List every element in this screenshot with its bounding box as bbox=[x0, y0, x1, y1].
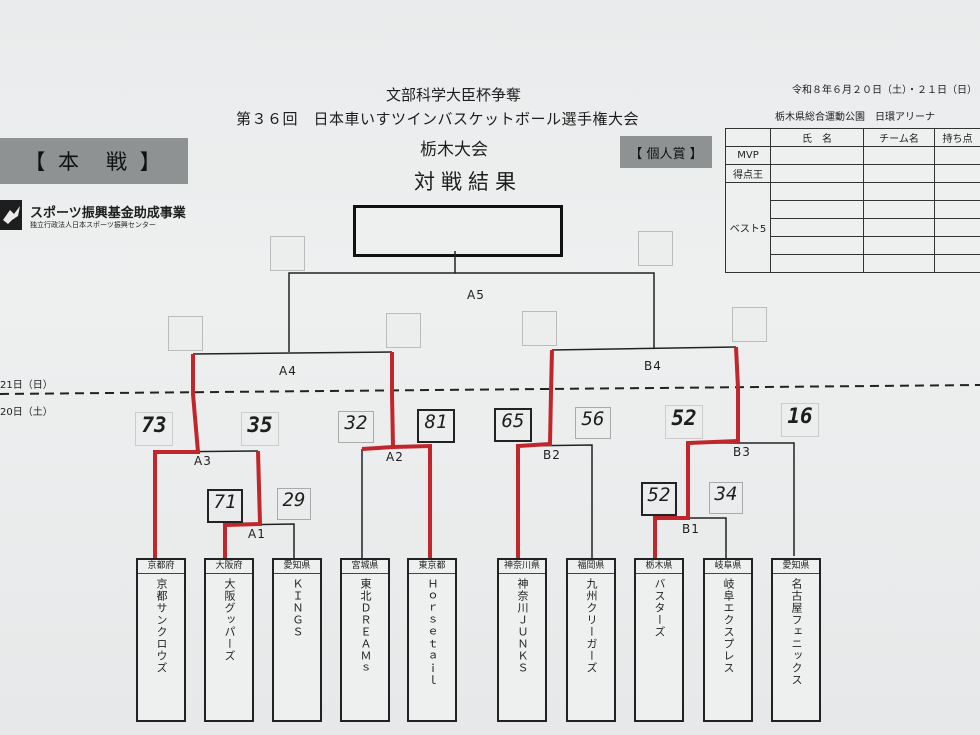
team-prefecture: 京都府 bbox=[138, 560, 184, 574]
team-prefecture: 愛知県 bbox=[773, 560, 819, 574]
winner-path-kanagawa bbox=[516, 349, 554, 558]
line-a5 bbox=[288, 251, 456, 352]
team-name: 京都サンクロウズ bbox=[155, 578, 168, 674]
score-a3-left: 73 bbox=[135, 412, 173, 446]
score-square bbox=[168, 316, 203, 351]
line-b4 bbox=[551, 346, 737, 351]
score-a1-left: 71 bbox=[207, 489, 243, 523]
score-b3-right: 16 bbox=[781, 403, 819, 437]
winner-path-horsetail bbox=[392, 443, 432, 560]
team-name: Ｈｏｒｓｅｔａｉｌ bbox=[426, 578, 439, 686]
team-prefecture: 岐阜県 bbox=[705, 560, 751, 574]
day-label-21: 21日（日） bbox=[0, 380, 53, 391]
winner-path-kyoto bbox=[153, 354, 201, 562]
score-square bbox=[270, 236, 305, 271]
section-label: 【 本 戦 】 bbox=[0, 138, 188, 184]
winner-path-osaka bbox=[223, 450, 263, 560]
team-card: 岐阜県 岐阜エクスプレス bbox=[703, 558, 753, 722]
team-name: 神奈川ＪＵＮＫＳ bbox=[516, 578, 529, 674]
title-tournament: 第３６回 日本車いすツインバスケットボール選手権大会 bbox=[236, 110, 640, 128]
team-card: 栃木県 バスターズ bbox=[634, 558, 684, 722]
team-card: 愛知県 名古屋フェニックス bbox=[771, 558, 821, 722]
winner-path-a2 bbox=[361, 352, 396, 451]
team-name: 大阪グッパーズ bbox=[223, 578, 236, 662]
score-b2-left: 65 bbox=[494, 408, 532, 442]
day-label-20: 20日（土） bbox=[0, 407, 53, 418]
score-a3-right: 35 bbox=[241, 412, 279, 446]
team-card: 福岡県 九州クリーガーズ bbox=[566, 558, 616, 722]
event-date: 令和８年６月２０日（土）・２１日（日） bbox=[792, 85, 977, 96]
line-a4 bbox=[192, 351, 393, 355]
sponsor-logo bbox=[0, 200, 26, 234]
title-cup: 文部科学大臣杯争奪 bbox=[386, 86, 522, 104]
score-b1-right: 34 bbox=[709, 482, 743, 514]
match-label-b1: B1 bbox=[682, 522, 700, 536]
title-results: 対戦結果 bbox=[414, 170, 522, 194]
award-label: 【 個人賞 】 bbox=[620, 136, 712, 168]
score-square bbox=[522, 311, 557, 346]
team-prefecture: 愛知県 bbox=[274, 560, 320, 574]
match-label-a2: A2 bbox=[386, 450, 404, 464]
score-b1-left: 52 bbox=[641, 482, 677, 516]
sponsor-sub: 独立行政法人日本スポーツ振興センター bbox=[30, 221, 156, 229]
team-prefecture: 神奈川県 bbox=[499, 560, 545, 574]
match-label-b3: B3 bbox=[733, 445, 751, 459]
score-a2-right: 81 bbox=[417, 409, 455, 443]
title-host: 栃木大会 bbox=[420, 140, 488, 160]
score-b2-right: 56 bbox=[575, 407, 611, 439]
team-card: 京都府 京都サンクロウズ bbox=[136, 558, 186, 722]
team-name: 岐阜エクスプレス bbox=[722, 578, 735, 674]
team-card: 大阪府 大阪グッパーズ bbox=[204, 558, 254, 722]
sponsor-main: スポーツ振興基金助成事業 bbox=[30, 206, 186, 221]
team-prefecture: 宮城県 bbox=[342, 560, 388, 574]
winner-path-busters bbox=[653, 346, 740, 558]
score-a2-left: 32 bbox=[338, 411, 374, 443]
match-label-a1: A1 bbox=[248, 527, 266, 541]
team-card: 神奈川県 神奈川ＪＵＮＫＳ bbox=[497, 558, 547, 722]
team-prefecture: 大阪府 bbox=[206, 560, 252, 574]
event-venue: 栃木県総合運動公園 日環アリーナ bbox=[775, 112, 935, 123]
team-name: 東北ＤＲＥＡＭｓ bbox=[359, 578, 372, 674]
score-b3-left: 52 bbox=[665, 405, 703, 439]
team-card: 愛知県 ＫＩＮＧＳ bbox=[272, 558, 322, 722]
score-square bbox=[638, 231, 673, 266]
team-prefecture: 栃木県 bbox=[636, 560, 682, 574]
match-label-b4: B4 bbox=[644, 359, 662, 373]
line-a5-right bbox=[455, 272, 655, 348]
match-label-a4: A4 bbox=[279, 364, 297, 378]
score-square bbox=[386, 313, 421, 348]
team-name: バスターズ bbox=[653, 578, 666, 638]
match-label-b2: B2 bbox=[543, 448, 561, 462]
day-divider bbox=[0, 384, 980, 395]
match-label-a3: A3 bbox=[194, 454, 212, 468]
team-card: 東京都 Ｈｏｒｓｅｔａｉｌ bbox=[407, 558, 457, 722]
score-a1-right: 29 bbox=[277, 488, 311, 520]
team-name: ＫＩＮＧＳ bbox=[291, 578, 304, 638]
team-name: 九州クリーガーズ bbox=[585, 578, 598, 674]
team-name: 名古屋フェニックス bbox=[790, 578, 803, 686]
team-card: 宮城県 東北ＤＲＥＡＭｓ bbox=[340, 558, 390, 722]
match-label-a5: A5 bbox=[467, 288, 485, 302]
team-prefecture: 東京都 bbox=[409, 560, 455, 574]
team-prefecture: 福岡県 bbox=[568, 560, 614, 574]
award-table: 氏 名 チーム名 持ち点 MVP 得点王 ベスト5 bbox=[725, 128, 980, 273]
final-winner-box bbox=[353, 205, 563, 257]
score-square bbox=[732, 307, 767, 342]
